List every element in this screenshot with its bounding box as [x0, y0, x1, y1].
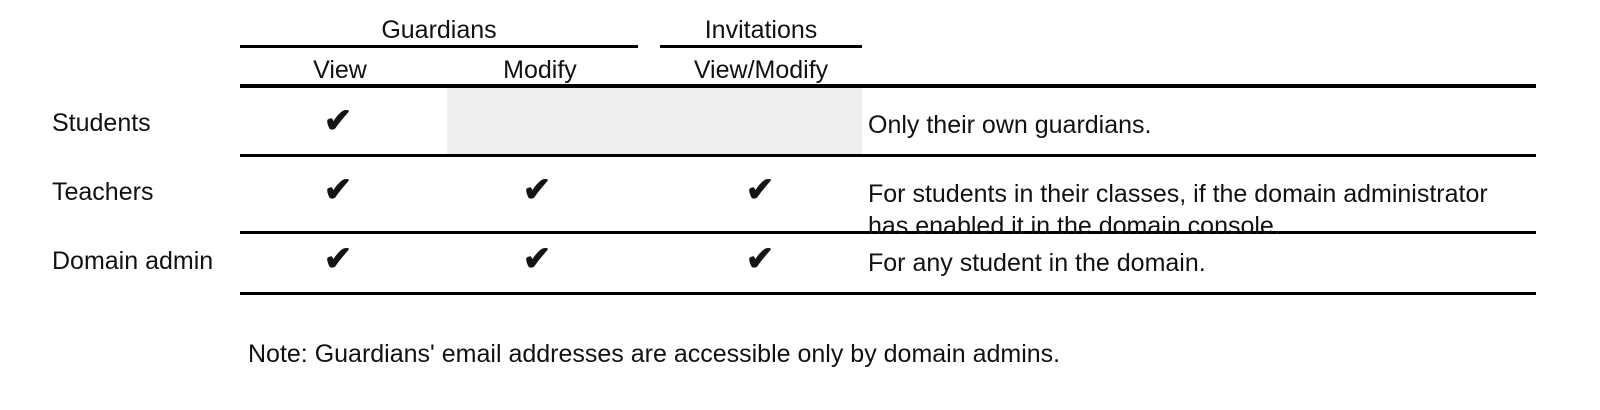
column-header-guardians-view: View — [313, 56, 367, 84]
check-teachers-guardians-view: ✔ — [323, 171, 353, 209]
row-label-teachers: Teachers — [52, 178, 154, 206]
group-rule-invitations — [660, 45, 862, 48]
check-domain-admin-guardians-view: ✔ — [323, 240, 353, 278]
footnote-note: Note: Guardians' email addresses are acc… — [248, 340, 1061, 368]
note-students: Only their own guardians. — [868, 111, 1152, 139]
row-label-domain-admin: Domain admin — [52, 247, 214, 275]
table-rule-row-2 — [240, 231, 1536, 234]
check-students-guardians-view: ✔ — [323, 102, 353, 140]
column-header-guardians-modify: Modify — [503, 56, 577, 84]
table-rule-row-3 — [240, 292, 1536, 295]
note-teachers: For students in their classes, if the do… — [868, 180, 1488, 240]
check-domain-admin-guardians-modify: ✔ — [522, 240, 552, 278]
check-domain-admin-invitations-view-modify: ✔ — [745, 240, 775, 278]
note-domain-admin: For any student in the domain. — [868, 249, 1206, 277]
table-rule-row-1 — [240, 154, 1536, 157]
group-header-guardians: Guardians — [381, 16, 497, 44]
group-header-invitations: Invitations — [704, 16, 818, 44]
column-header-invitations-view-modify: View/Modify — [693, 56, 829, 84]
group-rule-guardians — [240, 45, 638, 48]
row-label-students: Students — [52, 109, 151, 137]
table-rule-header — [240, 84, 1536, 88]
check-teachers-guardians-modify: ✔ — [522, 171, 552, 209]
check-teachers-invitations-view-modify: ✔ — [745, 171, 775, 209]
cell-shaded-students-modify-invitations — [447, 88, 862, 154]
